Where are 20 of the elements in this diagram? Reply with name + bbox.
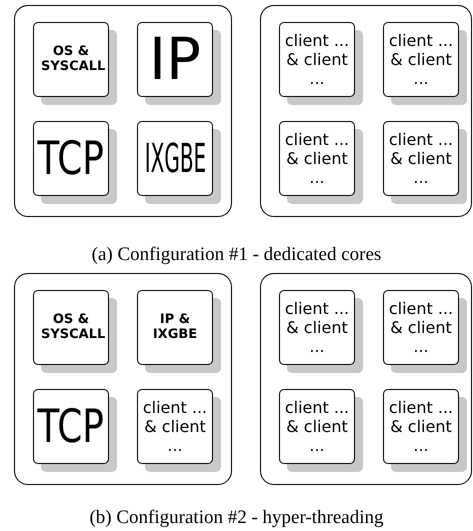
- core-label: IP & IXGBE: [152, 312, 198, 342]
- core-label: client ... & client ...: [284, 398, 350, 456]
- core-label: client ... & client ...: [388, 398, 454, 456]
- core-label: client ... & client ...: [284, 298, 350, 356]
- processor-panel: [260, 273, 472, 485]
- core-label: TCP: [38, 400, 104, 453]
- figure-caption: (a) Configuration #1 - dedicated cores: [90, 244, 382, 266]
- core-label: client ... & client ...: [388, 298, 454, 356]
- processor-panel: [14, 273, 232, 485]
- core-label: client ... & client ...: [284, 30, 350, 88]
- core-label: IP: [148, 26, 202, 93]
- core-label: client ... & client ...: [284, 130, 350, 188]
- processor-panel: [14, 5, 232, 217]
- core-label: client ... & client ...: [388, 30, 454, 88]
- figure-caption: (b) Configuration #2 - hyper-threading: [88, 507, 385, 529]
- core-label: client ... & client ...: [388, 130, 454, 188]
- core-label: TCP: [38, 132, 104, 185]
- core-label: IXGBE: [144, 136, 206, 182]
- processor-panel: [260, 5, 472, 217]
- core-label: client ... & client ...: [142, 398, 208, 456]
